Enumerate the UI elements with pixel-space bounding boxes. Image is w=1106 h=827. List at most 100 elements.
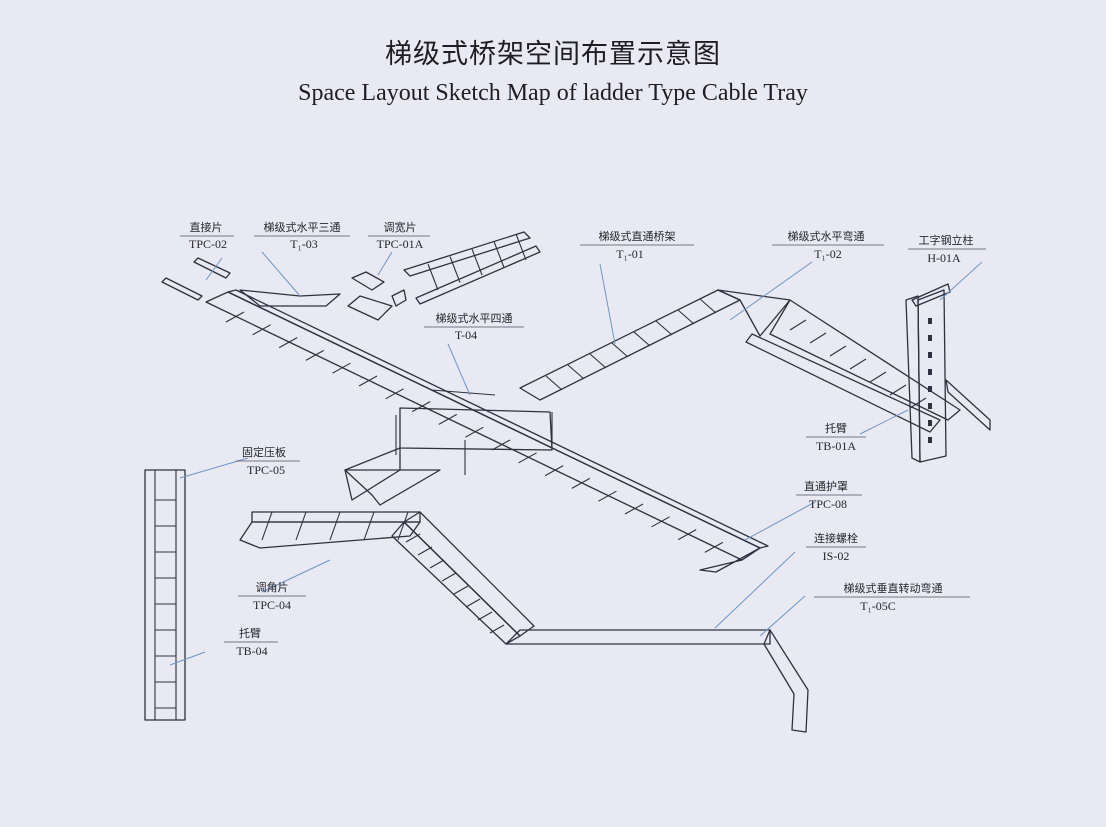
label-tb-04: 托臂 TB-04 xyxy=(224,626,278,658)
label-t1-01-code: T₁-01 xyxy=(616,247,644,261)
ladder-rung xyxy=(677,309,695,325)
label-tpc-01a: 调宽片 TPC-01A xyxy=(368,220,430,251)
ladder-rung xyxy=(789,319,807,331)
label-t1-05c-name: 梯级式垂直转动弯通 xyxy=(844,581,943,595)
ladder-rung xyxy=(545,375,563,391)
ladder-rung xyxy=(358,375,378,387)
ladder-rung xyxy=(633,331,651,347)
column-hole xyxy=(928,403,932,409)
ladder-rung xyxy=(225,311,245,323)
ladder-rung xyxy=(305,349,325,361)
ladder-rung xyxy=(252,324,271,336)
label-tb-04-name: 托臂 xyxy=(239,626,261,640)
ladder-rung xyxy=(611,342,629,358)
ladder-rung xyxy=(571,477,591,489)
ladder-rung xyxy=(295,511,307,541)
label-tpc-08-name: 直通护罩 xyxy=(804,479,848,493)
ladder-rung xyxy=(518,452,537,464)
label-tpc-02-name: 直接片 xyxy=(190,220,223,234)
steel-column xyxy=(905,283,991,463)
label-tpc-04-code: TPC-04 xyxy=(253,598,291,612)
ladder-rung xyxy=(869,371,887,383)
label-tb-01a: 托臂 TB-01A xyxy=(806,421,866,453)
ladder-rung xyxy=(465,426,484,438)
ladder-rung xyxy=(829,345,847,357)
ladder-rung xyxy=(441,572,457,582)
loose-parts xyxy=(161,231,541,307)
label-t-04-code: T-04 xyxy=(455,328,477,342)
column-hole xyxy=(928,369,932,375)
ladder-rung xyxy=(493,241,505,268)
label-t1-01-name: 梯级式直通桥架 xyxy=(599,229,676,243)
label-tpc-02: 直接片 TPC-02 xyxy=(180,220,234,251)
ladder-rung xyxy=(567,364,585,380)
label-tpc-08: 直通护罩 TPC-08 xyxy=(796,479,862,511)
ladder-rung xyxy=(598,490,617,502)
label-t1-03-code: T₁-03 xyxy=(290,237,318,251)
ladder-rung xyxy=(704,541,724,553)
ladder-rung xyxy=(515,233,527,261)
ladder-rung xyxy=(655,320,673,336)
ladder-rung xyxy=(477,611,493,621)
lower-tray xyxy=(239,511,809,733)
label-t1-02-name: 梯级式水平弯通 xyxy=(788,229,865,243)
ladder-rung xyxy=(453,585,469,595)
label-t1-05c-code: T₁-05C xyxy=(860,599,896,613)
ladder-rung xyxy=(411,401,431,413)
column-hole xyxy=(928,420,932,426)
four-way-cross xyxy=(344,389,553,506)
main-diagonal-tray xyxy=(205,289,769,573)
ladder-rung xyxy=(699,298,717,314)
title-english: Space Layout Sketch Map of ladder Type C… xyxy=(298,80,808,106)
ladder-rung xyxy=(889,384,907,396)
label-tpc-05-name: 固定压板 xyxy=(242,445,286,459)
label-tb-04-code: TB-04 xyxy=(236,644,267,658)
ladder-rung xyxy=(809,332,827,344)
label-h-01a: 工字钢立柱 H-01A xyxy=(908,233,986,265)
ladder-rung xyxy=(624,503,644,515)
column-hole xyxy=(928,386,932,392)
ladder-rung xyxy=(397,511,409,541)
label-t1-02-code: T₁-02 xyxy=(814,247,842,261)
label-h-01a-code: H-01A xyxy=(927,251,961,265)
title-chinese: 梯级式桥架空间布置示意图 xyxy=(385,39,721,70)
ladder-rung xyxy=(438,413,458,425)
ladder-rung xyxy=(465,598,481,608)
column-hole xyxy=(928,437,932,443)
ladder-rung xyxy=(405,533,421,543)
label-tpc-02-code: TPC-02 xyxy=(189,237,227,251)
ladder-rung xyxy=(278,337,298,349)
three-way-tee xyxy=(239,289,393,321)
ladder-rung xyxy=(329,511,341,541)
label-t-04: 梯级式水平四通 T-04 xyxy=(424,312,524,342)
ladder-rung xyxy=(363,511,375,541)
label-t-04-name: 梯级式水平四通 xyxy=(436,312,513,325)
ladder-rung xyxy=(651,516,670,528)
ladder-rung xyxy=(385,388,404,400)
ladder-rung xyxy=(909,397,927,409)
label-tpc-01a-code: TPC-01A xyxy=(377,237,424,251)
label-t1-02: 梯级式水平弯通 T₁-02 xyxy=(772,229,884,261)
label-tpc-04: 调角片 TPC-04 xyxy=(238,581,306,612)
ladder-rung xyxy=(589,353,607,369)
label-tb-01a-name: 托臂 xyxy=(825,421,847,435)
ladder-rung xyxy=(449,256,461,283)
ladder-rung xyxy=(849,358,867,370)
upper-straight-tray xyxy=(519,289,961,433)
label-is-02-name: 连接螺栓 xyxy=(814,531,858,545)
ladder-rung xyxy=(489,624,505,634)
ladder-rung xyxy=(261,511,273,541)
label-tb-01a-code: TB-01A xyxy=(816,439,856,453)
column-hole xyxy=(928,335,932,341)
label-tpc-05: 固定压板 TPC-05 xyxy=(236,445,300,477)
ladder-rung xyxy=(677,529,697,541)
ladder-rung xyxy=(332,362,351,374)
label-tpc-01a-name: 调宽片 xyxy=(384,220,417,234)
ladder-rung xyxy=(427,263,439,291)
label-t1-03-name: 梯级式水平三通 xyxy=(264,221,341,234)
label-tpc-05-code: TPC-05 xyxy=(247,463,285,477)
label-tpc-04-name: 调角片 xyxy=(256,581,289,594)
label-is-02: 连接螺栓 IS-02 xyxy=(806,531,866,563)
